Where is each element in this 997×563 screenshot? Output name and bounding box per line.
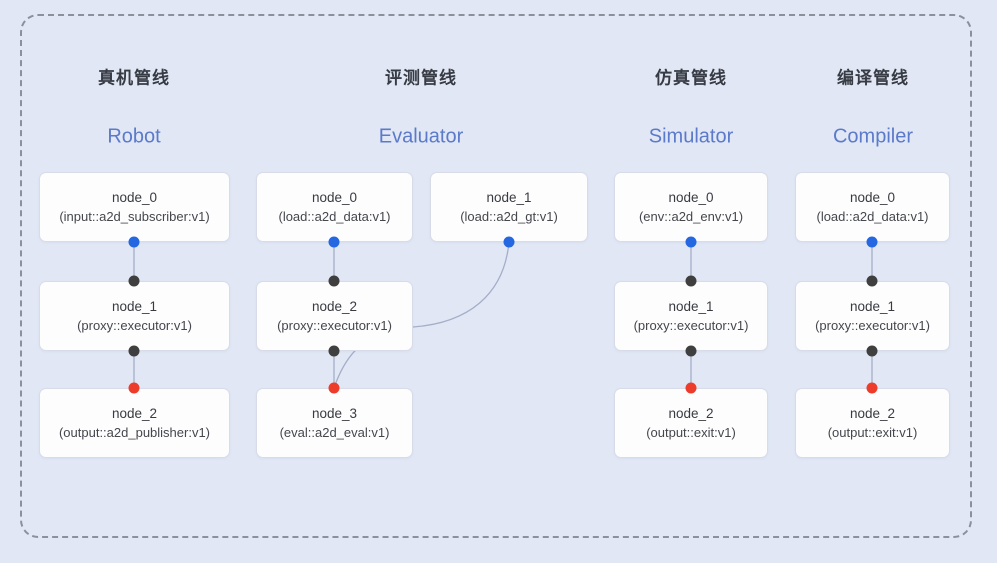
node-detail: (output::a2d_publisher:v1) bbox=[58, 424, 211, 440]
node-name: node_1 bbox=[849, 298, 896, 314]
node-detail: (load::a2d_gt:v1) bbox=[460, 208, 558, 224]
node-detail: (proxy::executor:v1) bbox=[77, 317, 192, 333]
pipeline-title-en-simulator: Simulator bbox=[648, 125, 734, 148]
node-name: node_2 bbox=[849, 405, 896, 421]
node-name: node_0 bbox=[111, 189, 158, 205]
pipeline-title-en-robot: Robot bbox=[107, 125, 161, 148]
node-card-simulator-node1: node_1 (proxy::executor:v1) bbox=[614, 281, 768, 351]
pipeline-title-en-compiler: Compiler bbox=[832, 125, 914, 148]
node-detail: (input::a2d_subscriber:v1) bbox=[59, 208, 210, 224]
node-detail: (proxy::executor:v1) bbox=[277, 317, 392, 333]
node-card-robot-node1: node_1 (proxy::executor:v1) bbox=[39, 281, 230, 351]
node-name: node_1 bbox=[486, 189, 532, 205]
node-name: node_2 bbox=[311, 298, 358, 314]
node-card-compiler-node2: node_2 (output::exit:v1) bbox=[795, 388, 950, 458]
node-name: node_0 bbox=[311, 189, 358, 205]
node-detail: (output::exit:v1) bbox=[646, 424, 736, 440]
node-card-simulator-node2: node_2 (output::exit:v1) bbox=[614, 388, 768, 458]
node-detail: (load::a2d_data:v1) bbox=[816, 208, 929, 224]
node-card-evaluator-node0: node_0 (load::a2d_data:v1) bbox=[256, 172, 413, 242]
pipeline-title-en-evaluator: Evaluator bbox=[378, 125, 464, 148]
node-card-evaluator-node2: node_2 (proxy::executor:v1) bbox=[256, 281, 413, 351]
pipeline-title-cn-compiler: 编译管线 bbox=[837, 68, 909, 88]
node-card-compiler-node1: node_1 (proxy::executor:v1) bbox=[795, 281, 950, 351]
node-detail: (env::a2d_env:v1) bbox=[638, 208, 744, 224]
pipeline-title-cn-robot: 真机管线 bbox=[98, 68, 170, 88]
node-detail: (eval::a2d_eval:v1) bbox=[279, 424, 390, 440]
node-card-robot-node2: node_2 (output::a2d_publisher:v1) bbox=[39, 388, 230, 458]
node-name: node_2 bbox=[111, 405, 158, 421]
node-name: node_0 bbox=[849, 189, 896, 205]
node-name: node_3 bbox=[311, 405, 358, 421]
node-card-evaluator-node1: node_1 (load::a2d_gt:v1) bbox=[430, 172, 588, 242]
dashed-frame bbox=[20, 14, 972, 538]
node-detail: (proxy::executor:v1) bbox=[633, 317, 749, 333]
node-name: node_1 bbox=[668, 298, 714, 314]
node-card-evaluator-node3: node_3 (eval::a2d_eval:v1) bbox=[256, 388, 413, 458]
node-name: node_0 bbox=[668, 189, 714, 205]
node-card-robot-node0: node_0 (input::a2d_subscriber:v1) bbox=[39, 172, 230, 242]
pipeline-title-cn-simulator: 仿真管线 bbox=[655, 68, 727, 88]
node-detail: (output::exit:v1) bbox=[827, 424, 918, 440]
node-card-simulator-node0: node_0 (env::a2d_env:v1) bbox=[614, 172, 768, 242]
node-detail: (load::a2d_data:v1) bbox=[278, 208, 391, 224]
node-card-compiler-node0: node_0 (load::a2d_data:v1) bbox=[795, 172, 950, 242]
pipeline-title-cn-evaluator: 评测管线 bbox=[385, 68, 457, 88]
node-name: node_2 bbox=[668, 405, 714, 421]
node-detail: (proxy::executor:v1) bbox=[815, 317, 930, 333]
node-name: node_1 bbox=[111, 298, 158, 314]
